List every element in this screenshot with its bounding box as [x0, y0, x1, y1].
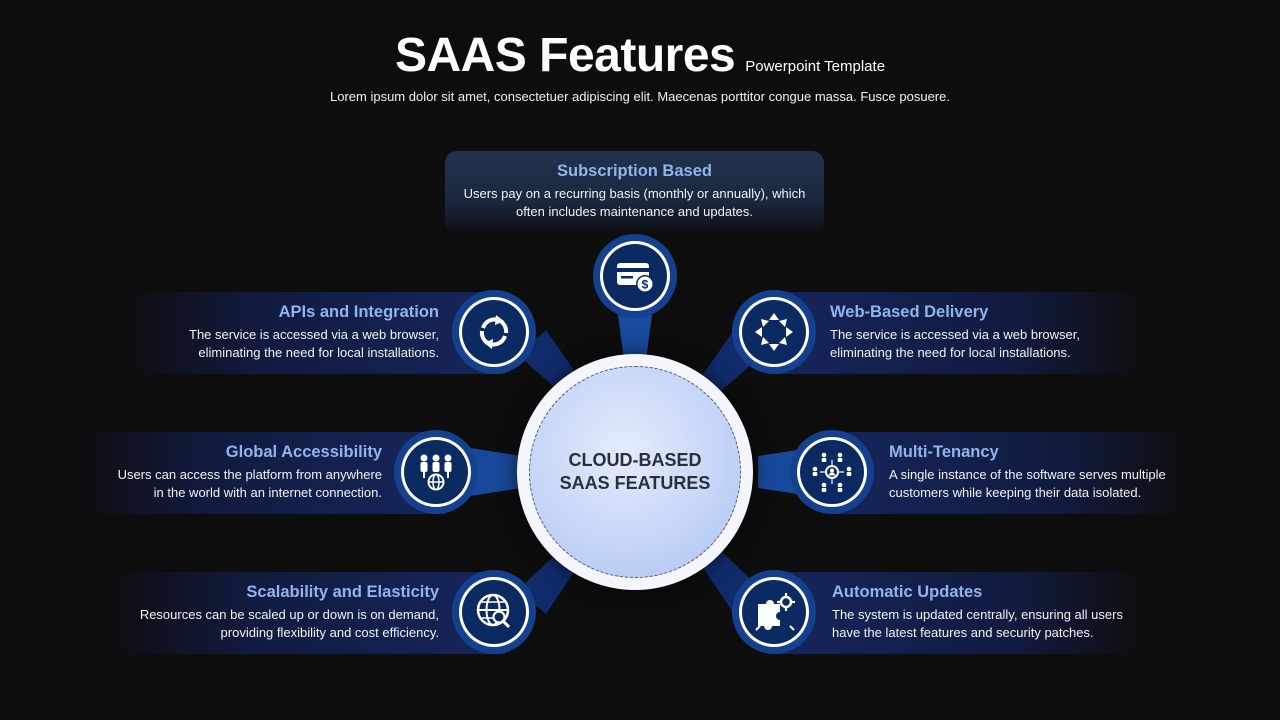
feature-title: Automatic Updates [832, 583, 983, 601]
spoke-global [470, 448, 522, 496]
page-subtitle: Powerpoint Template [745, 58, 886, 75]
feature-title: Scalability and Elasticity [246, 583, 439, 601]
feature-desc-line2: eliminating the need for local installat… [830, 345, 1071, 360]
feature-panel-tenancy: Multi-Tenancy A single instance of the s… [834, 432, 1190, 514]
feature-desc-line1: A single instance of the software serves… [889, 467, 1166, 482]
feature-panel-global: Global Accessibility Users can access th… [80, 432, 445, 514]
svg-text:$: $ [642, 278, 649, 292]
globe-search-icon [476, 593, 511, 629]
feature-desc-line1: The system is updated centrally, ensurin… [832, 607, 1123, 622]
feature-desc-line1: The service is accessed via a web browse… [830, 327, 1080, 342]
feature-desc-line1: Users pay on a recurring basis (monthly … [463, 186, 806, 201]
feature-panel-apis: APIs and Integration The service is acce… [125, 292, 505, 374]
central-hub: CLOUD-BASED SAAS FEATURES [517, 354, 753, 590]
feature-title: APIs and Integration [278, 303, 439, 321]
feature-desc-line1: Users can access the platform from anywh… [117, 467, 382, 482]
feature-panel-scalability: Scalability and Elasticity Resources can… [110, 572, 505, 654]
feature-panel-web: Web-Based Delivery The service is access… [775, 292, 1145, 374]
node-updates [732, 570, 816, 654]
feature-desc-line2: providing flexibility and cost efficienc… [220, 625, 439, 640]
feature-panel-subscription: Subscription Based Users pay on a recurr… [445, 151, 824, 235]
node-scalability [452, 570, 536, 654]
feature-desc-line2: often includes maintenance and updates. [515, 204, 754, 219]
page-description: Lorem ipsum dolor sit amet, consectetuer… [330, 89, 950, 104]
node-tenancy [790, 430, 874, 514]
node-apis [452, 290, 536, 374]
central-hub-inner: CLOUD-BASED SAAS FEATURES [529, 366, 741, 578]
node-global [394, 430, 478, 514]
feature-desc-line2: have the latest features and security pa… [832, 625, 1094, 640]
feature-title: Multi-Tenancy [889, 443, 999, 461]
expand-arrows-icon [755, 313, 793, 351]
page-title: SAAS Features [394, 29, 736, 82]
feature-title: Global Accessibility [225, 443, 382, 461]
credit-card-dollar-icon: $ [617, 263, 654, 293]
people-globe-icon [420, 454, 452, 491]
feature-desc-line2: in the world with an internet connection… [153, 485, 382, 500]
network-users-icon [812, 452, 852, 492]
feature-desc-line1: Resources can be scaled up or down is on… [139, 607, 439, 622]
feature-panel-updates: Automatic Updates The system is updated … [777, 572, 1145, 654]
node-subscription: $ [593, 234, 677, 318]
hub-label-line1: CLOUD-BASED [568, 450, 702, 470]
puzzle-gear-icon [755, 593, 795, 631]
feature-desc-line2: eliminating the need for local installat… [198, 345, 439, 360]
feature-desc-line1: The service is accessed via a web browse… [189, 327, 439, 342]
hub-label-line2: SAAS FEATURES [559, 473, 711, 493]
sync-arrows-icon [479, 315, 509, 349]
feature-title: Web-Based Delivery [830, 303, 989, 321]
feature-desc-line2: customers while keeping their data isola… [889, 485, 1142, 500]
node-web [732, 290, 816, 374]
feature-title: Subscription Based [557, 162, 712, 180]
